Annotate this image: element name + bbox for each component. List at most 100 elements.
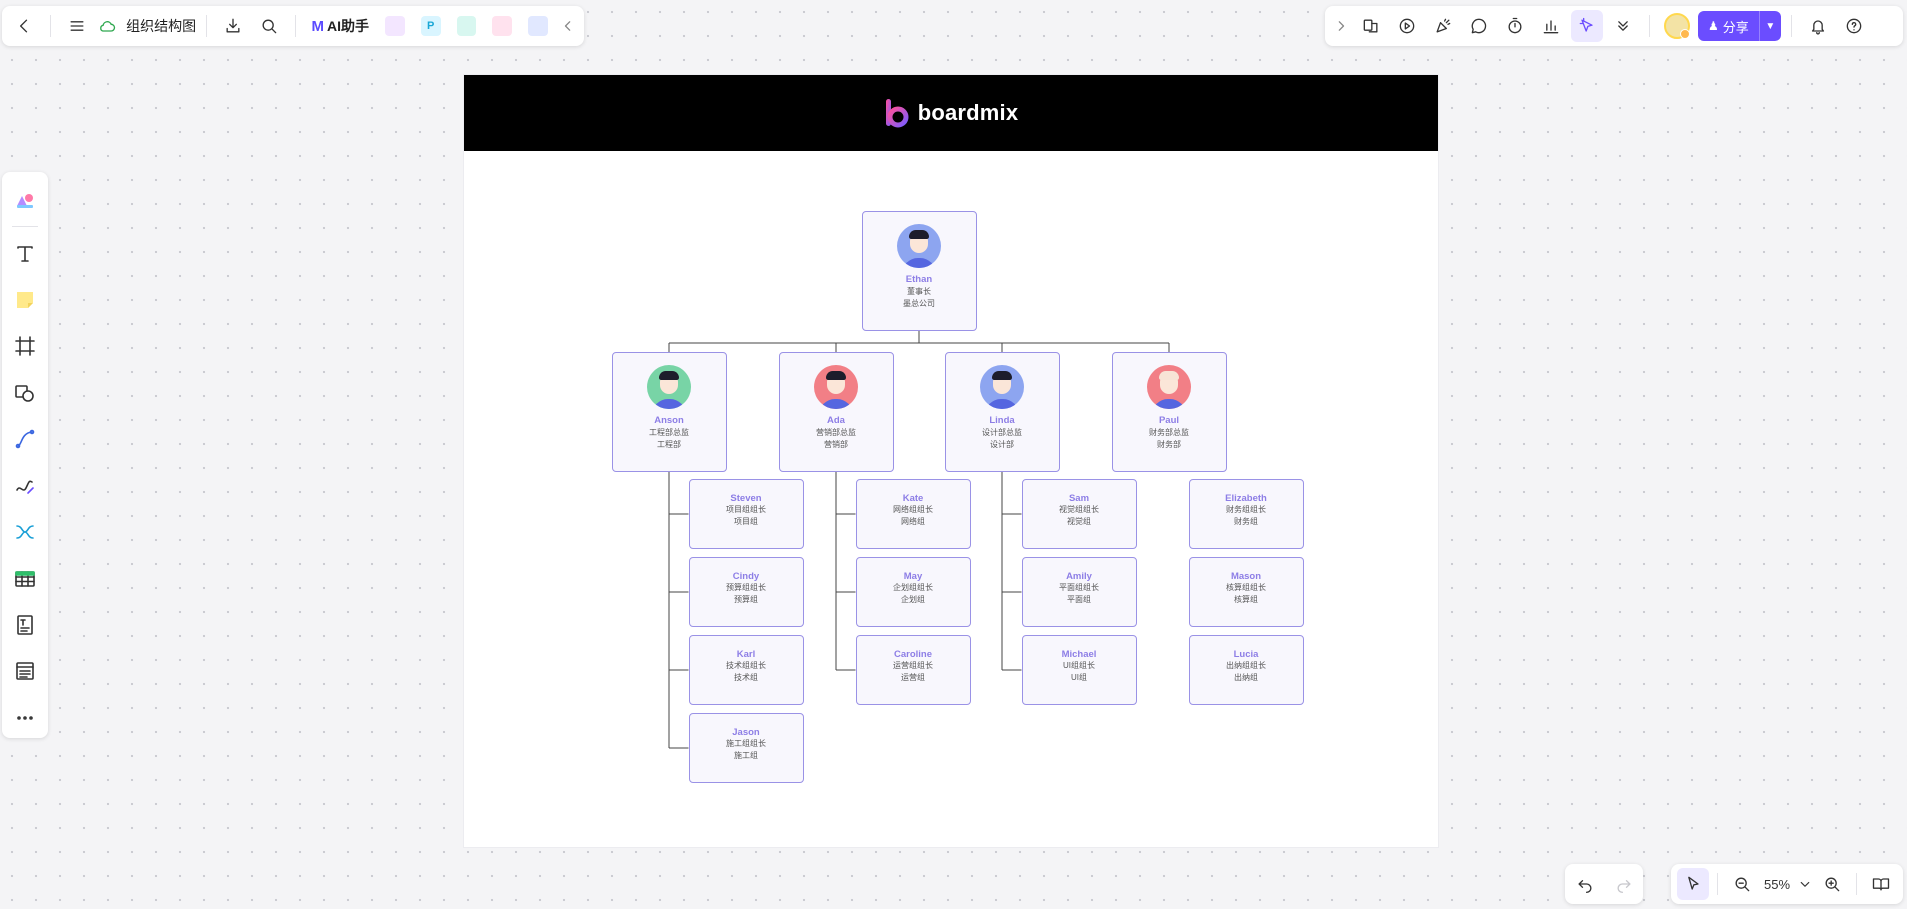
person-name: Anson (654, 415, 684, 426)
person-department: 视觉组 (1067, 517, 1091, 527)
celebrate-icon[interactable] (1427, 10, 1459, 42)
mindmap-tool-icon[interactable] (6, 512, 44, 552)
pen-tool-icon[interactable] (6, 466, 44, 506)
ai-assistant-button[interactable]: M AI助手 (305, 16, 375, 36)
person-department: 工程部 (657, 440, 681, 450)
vote-chart-icon[interactable] (1535, 10, 1567, 42)
person-department: 技术组 (734, 673, 758, 683)
zoom-in-icon[interactable] (1816, 868, 1848, 900)
frame-tool-icon[interactable] (6, 326, 44, 366)
document-tool-icon[interactable] (6, 605, 44, 645)
user-avatar[interactable] (1664, 13, 1690, 39)
connector-tool-icon[interactable] (6, 419, 44, 459)
comment-icon[interactable] (1463, 10, 1495, 42)
menu-icon[interactable] (61, 10, 93, 42)
person-name: Michael (1061, 649, 1097, 660)
board-header: boardmix (464, 75, 1438, 151)
divider (1649, 15, 1650, 37)
follow-cursor-icon[interactable] (1571, 10, 1603, 42)
ai-logo-icon: M (311, 17, 323, 35)
person-role: 核算组组长 (1226, 583, 1266, 592)
share-button[interactable]: ♟ 分享 ▼ (1698, 11, 1781, 41)
image-app-icon[interactable] (384, 16, 405, 36)
expand-chevron-icon[interactable] (1331, 10, 1351, 42)
templates-icon[interactable] (1355, 10, 1387, 42)
shape-tool-icon[interactable] (6, 373, 44, 413)
zoom-dropdown-icon[interactable] (1796, 868, 1814, 900)
back-icon[interactable] (8, 10, 40, 42)
table-tool-icon[interactable] (6, 558, 44, 598)
share-dropdown-icon[interactable]: ▼ (1758, 11, 1781, 41)
person-role: 技术组组长 (726, 661, 766, 670)
more-tools-icon[interactable] (6, 698, 44, 738)
brand-name: boardmix (917, 100, 1019, 125)
person-role: 平面组组长 (1059, 583, 1099, 592)
comment-app-icon[interactable] (528, 16, 548, 36)
text-tool-icon[interactable] (6, 233, 44, 273)
collapse-chevron-icon[interactable] (558, 10, 578, 42)
person-name: Sam (1068, 493, 1090, 504)
presentation-app-icon[interactable]: P (420, 16, 441, 36)
person-name: Cindy (732, 571, 760, 582)
divider (12, 226, 38, 228)
more-chevrons-icon[interactable] (1607, 10, 1639, 42)
person-role: UI组组长 (1063, 661, 1095, 670)
avatar-illustration-icon (1147, 365, 1191, 409)
list-tool-icon[interactable] (6, 651, 44, 691)
search-icon[interactable] (253, 10, 285, 42)
connector-lines (668, 331, 1170, 749)
present-play-icon[interactable] (1391, 10, 1423, 42)
person-role: 财务组组长 (1226, 505, 1266, 514)
redo-icon[interactable] (1608, 868, 1640, 900)
person-role: 董事长 (907, 287, 931, 296)
person-name: Ada (827, 415, 845, 426)
person-role: 网络组组长 (893, 505, 933, 514)
ai-assistant-label: AI助手 (326, 18, 369, 34)
top-right-toolbar: ♟ 分享 ▼ (1325, 6, 1903, 46)
undo-icon[interactable] (1569, 868, 1601, 900)
notification-bell-icon[interactable] (1802, 10, 1834, 42)
divider (1856, 873, 1858, 895)
avatar-illustration-icon (647, 365, 691, 409)
person-department: 设计部 (990, 440, 1014, 450)
select-tool-icon[interactable] (1677, 868, 1709, 900)
sticky-note-icon[interactable] (6, 280, 44, 320)
person-name: Caroline (893, 649, 932, 660)
material-library-icon[interactable] (6, 180, 44, 220)
zoom-level[interactable]: 55% (1764, 876, 1791, 892)
avatar-illustration-icon (897, 224, 941, 268)
boardmix-logo-icon (885, 99, 909, 128)
person-role: 施工组组长 (726, 739, 766, 748)
person-department: 预算组 (734, 595, 758, 605)
person-name: Amily (1066, 571, 1092, 582)
map-book-icon[interactable] (1865, 868, 1897, 900)
top-left-toolbar: 组织结构图 M AI助手 P (2, 6, 584, 46)
flowchart-app-icon[interactable] (492, 16, 513, 36)
document-title[interactable]: 组织结构图 (126, 18, 197, 34)
download-icon[interactable] (217, 10, 249, 42)
timer-icon[interactable] (1499, 10, 1531, 42)
help-icon[interactable] (1838, 10, 1870, 42)
mindmap-app-icon[interactable] (456, 16, 477, 36)
share-main[interactable]: ♟ 分享 (1698, 11, 1759, 41)
zoom-out-icon[interactable] (1726, 868, 1758, 900)
